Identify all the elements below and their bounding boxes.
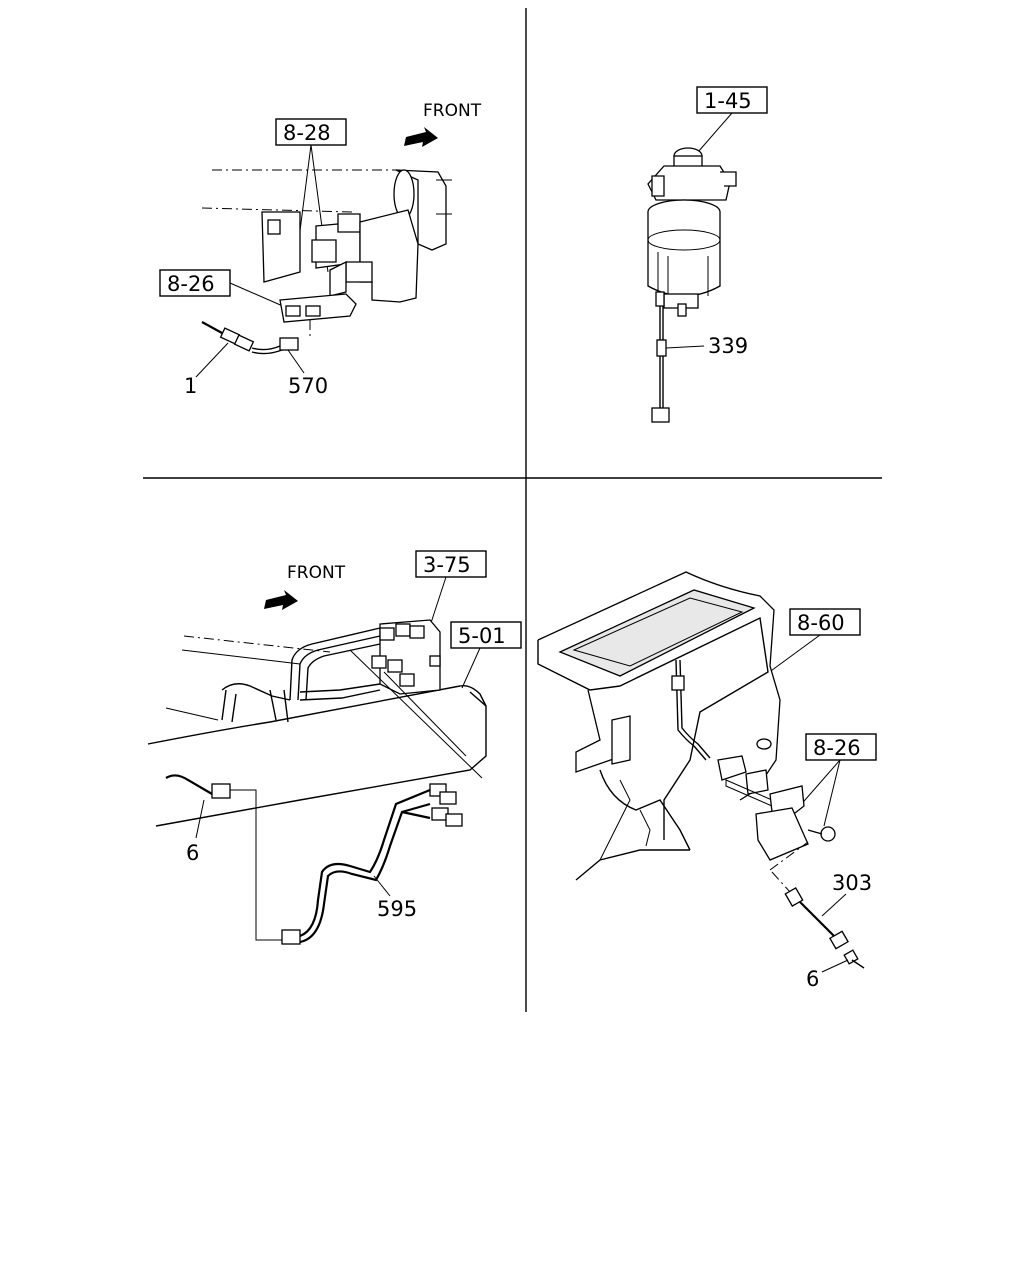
ref-box-8-26[interactable] bbox=[159, 269, 231, 297]
ref-label-5-01: 5-01 bbox=[458, 624, 506, 648]
ref-box-8-28[interactable] bbox=[275, 118, 347, 146]
part-label-595: 595 bbox=[377, 897, 417, 921]
ref-box-8-60[interactable] bbox=[789, 608, 861, 636]
part-label-303: 303 bbox=[832, 871, 872, 895]
leader-part-339 bbox=[665, 345, 705, 349]
body-line-lower bbox=[201, 207, 353, 213]
harness-595[interactable] bbox=[165, 774, 463, 945]
ref-label-8-26-b: 8-26 bbox=[813, 736, 861, 760]
front-label: FRONT bbox=[423, 101, 482, 121]
front-arrow-icon-2 bbox=[264, 590, 298, 610]
connector-harness-570[interactable] bbox=[201, 320, 311, 355]
ref-box-8-26-b[interactable] bbox=[805, 733, 877, 761]
leader-1-45 bbox=[697, 112, 733, 153]
leader-5-01 bbox=[461, 647, 481, 689]
front-arrow-icon bbox=[404, 127, 438, 147]
part-label-339: 339 bbox=[708, 334, 748, 358]
ref-label-3-75: 3-75 bbox=[423, 553, 471, 577]
leader-part-303 bbox=[821, 893, 847, 917]
leader-8-26 bbox=[229, 282, 286, 308]
leader-8-60 bbox=[763, 634, 821, 677]
leader-part-1 bbox=[195, 342, 229, 378]
part-label-6: 6 bbox=[186, 841, 199, 865]
ref-box-5-01[interactable] bbox=[450, 621, 522, 649]
panel-top-left: FRONT 8-28 8-26 bbox=[159, 101, 482, 398]
harness-303[interactable] bbox=[771, 871, 865, 969]
ref-label-8-28: 8-28 bbox=[283, 121, 331, 145]
panel-top-right: 1-45 339 bbox=[647, 86, 768, 423]
sensor-harness-339[interactable] bbox=[651, 306, 670, 423]
ref-label-8-26: 8-26 bbox=[167, 272, 215, 296]
heater-unit-illustration bbox=[261, 169, 452, 323]
frame-illustration bbox=[147, 619, 487, 827]
ref-box-3-75[interactable] bbox=[415, 550, 487, 578]
panel-dividers bbox=[143, 8, 882, 1012]
leader-8-26-b2 bbox=[823, 759, 841, 827]
leader-part-570 bbox=[287, 349, 305, 374]
leader-part-595 bbox=[373, 875, 391, 897]
ref-label-8-60: 8-60 bbox=[797, 611, 845, 635]
leader-part-6-b bbox=[821, 959, 849, 973]
fuel-filter-illustration bbox=[647, 147, 737, 317]
heater-housing-illustration bbox=[537, 571, 836, 881]
front-label-2: FRONT bbox=[287, 563, 346, 583]
part-label-6-b: 6 bbox=[806, 967, 819, 991]
leader-part-6 bbox=[195, 799, 205, 839]
panel-bottom-right: 8-60 8-26 bbox=[537, 571, 877, 991]
panel-bottom-left: FRONT 3-75 5-01 bbox=[147, 550, 522, 945]
part-label-570: 570 bbox=[288, 374, 328, 398]
part-label-1: 1 bbox=[184, 374, 197, 398]
ref-label-1-45: 1-45 bbox=[704, 89, 752, 113]
